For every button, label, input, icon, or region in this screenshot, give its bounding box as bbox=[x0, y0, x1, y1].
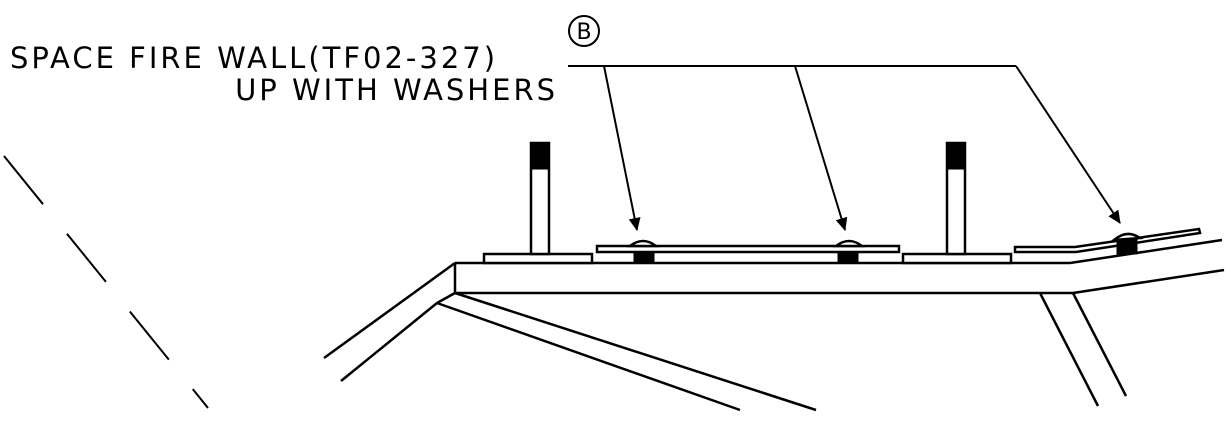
leader-arrow-1 bbox=[603, 65, 641, 231]
dashed-centerline bbox=[3, 155, 209, 409]
stud-right bbox=[945, 141, 967, 256]
spacer-plates bbox=[482, 252, 1013, 265]
washer-3 bbox=[1110, 232, 1144, 255]
fire-wall-sheet bbox=[595, 227, 1202, 254]
washer-1 bbox=[626, 239, 660, 264]
leader-arrow-2 bbox=[794, 65, 848, 231]
note-line-1: SPACE FIRE WALL(TF02-327) bbox=[10, 41, 498, 75]
frame-structure bbox=[323, 238, 1225, 412]
callout-letter: B bbox=[576, 20, 591, 45]
washer-2 bbox=[832, 239, 866, 264]
leader-arrow-3 bbox=[1015, 65, 1121, 224]
callout-bubble: B bbox=[568, 15, 600, 47]
note-line-2: UP WITH WASHERS bbox=[235, 73, 558, 107]
stud-left bbox=[529, 141, 551, 256]
leader-lines bbox=[568, 65, 1121, 231]
